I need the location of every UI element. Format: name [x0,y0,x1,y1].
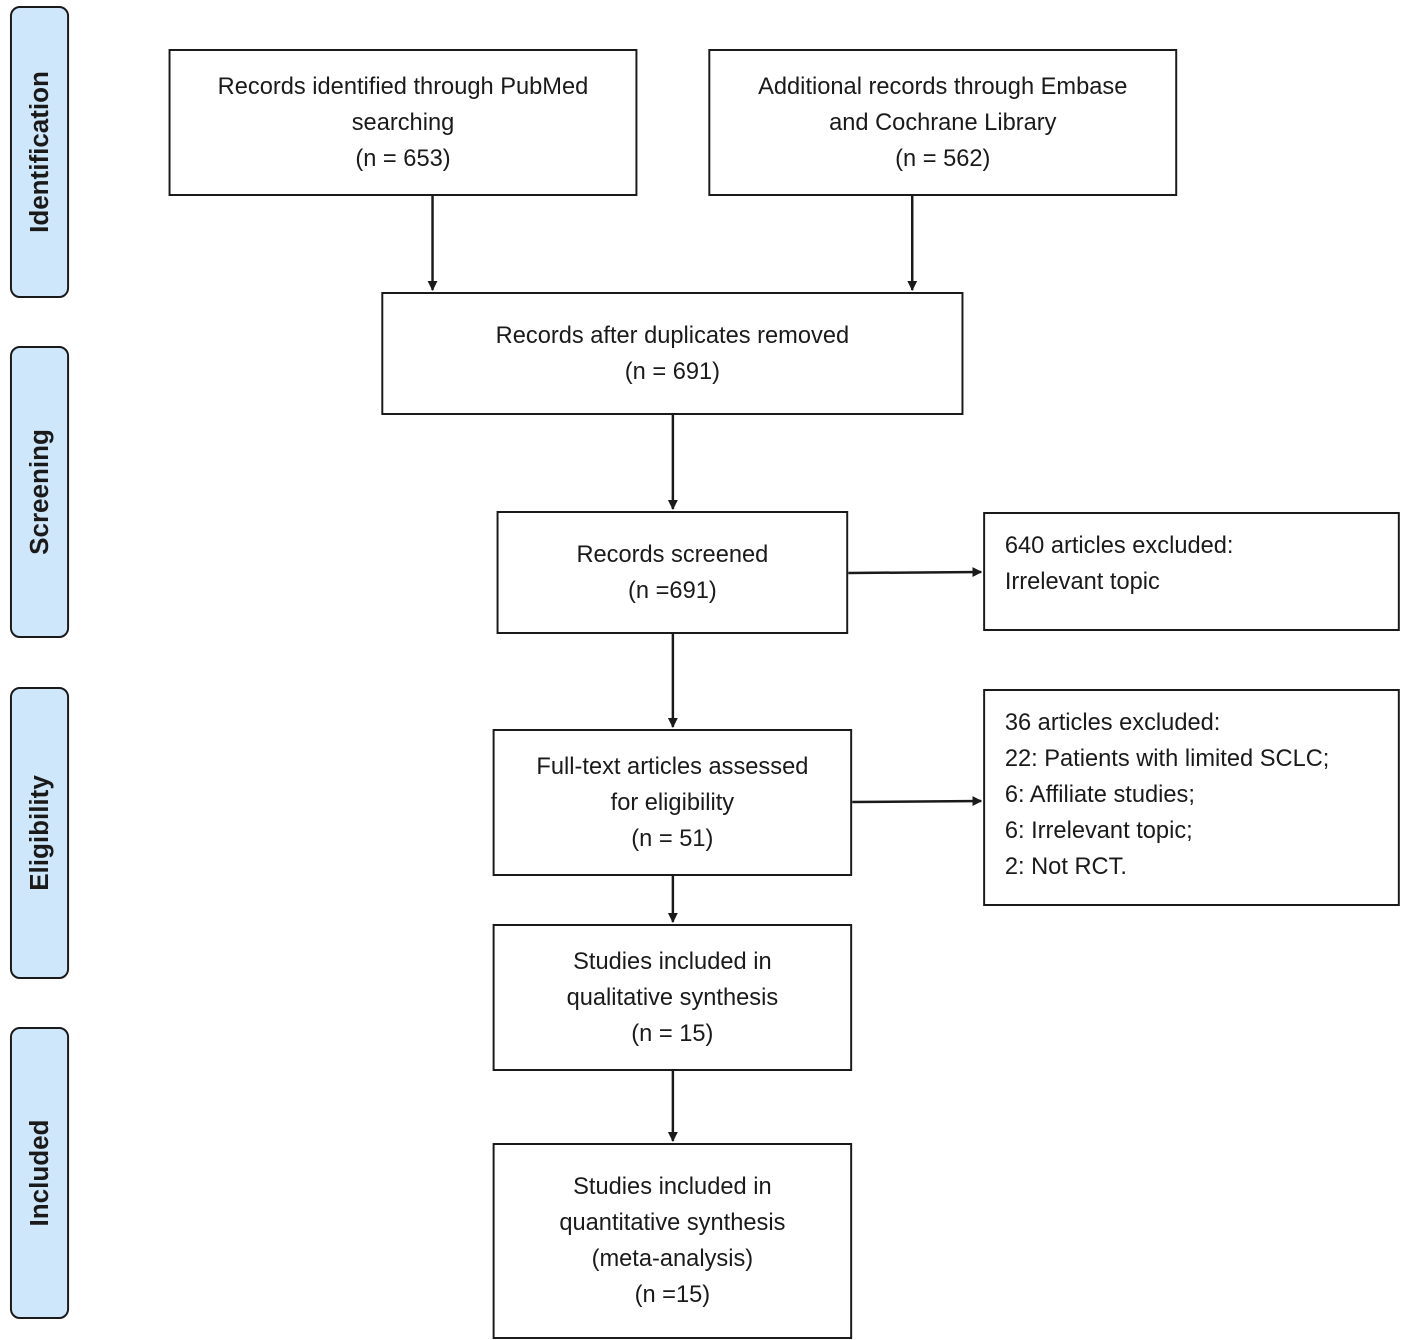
box-line: (n =15) [634,1281,711,1308]
flow-arrows [427,196,983,1142]
box-line: for eligibility [610,788,735,816]
box-line: qualitative synthesis [566,983,779,1011]
box-line: Records screened [576,540,769,568]
box-line: 2: Not RCT. [1004,853,1127,880]
phase-identification: Identification [9,6,70,298]
box-line: Full-text articles assessed [536,752,809,780]
box-line: 36 articles excluded: [1004,709,1221,736]
box-line: (n = 51) [631,824,714,852]
box-records-screened: Records screened (n =691) [496,511,849,634]
prisma-flow-diagram: Identification Screening Eligibility Inc… [8,6,1401,1340]
box-fulltext-exclusions: 36 articles excluded: 22: Patients with … [983,689,1400,906]
box-additional-records: Additional records through Embase and Co… [708,49,1178,196]
box-line: (n = 15) [631,1019,714,1047]
box-screening-exclusions: 640 articles excluded: Irrelevant topic [983,512,1400,631]
phase-screening: Screening [9,346,70,638]
box-fulltext-assessed: Full-text articles assessed for eligibil… [492,729,853,876]
box-line: 640 articles excluded: [1004,532,1234,559]
box-line: Studies included in [573,947,772,975]
box-line: (meta-analysis) [591,1245,754,1272]
box-duplicates-removed: Records after duplicates removed (n = 69… [381,292,964,415]
box-qualitative-synthesis: Studies included in qualitative synthesi… [492,924,853,1071]
box-line: (n =691) [628,576,717,604]
box-line: quantitative synthesis [559,1209,786,1236]
box-line: searching [351,108,455,136]
phase-eligibility: Eligibility [9,687,70,979]
box-line: Additional records through Embase [758,72,1128,100]
box-pubmed-records: Records identified through PubMed search… [168,49,638,196]
phase-included: Included [9,1027,70,1319]
box-line: (n = 562) [895,144,991,172]
box-line: 6: Irrelevant topic; [1004,817,1193,844]
box-line: 22: Patients with limited SCLC; [1004,745,1330,772]
box-line: 6: Affiliate studies; [1004,781,1195,808]
box-line: Records after duplicates removed [495,321,850,349]
box-line: Studies included in [573,1173,772,1200]
arrow-screened-to-excluded [848,567,983,578]
arrow-fulltext-to-excluded [852,796,983,807]
box-line: Irrelevant topic [1004,568,1160,595]
box-line: and Cochrane Library [829,108,1057,136]
box-line: Records identified through PubMed [217,72,589,100]
box-line: (n = 653) [355,144,451,172]
box-quantitative-synthesis: Studies included in quantitative synthes… [492,1143,853,1339]
box-line: (n = 691) [624,357,721,385]
